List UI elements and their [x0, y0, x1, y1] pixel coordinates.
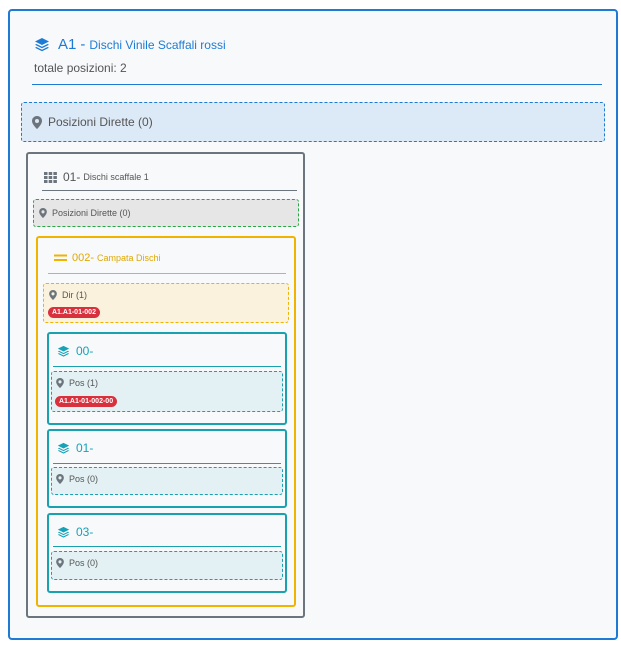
direct-positions-box[interactable]: Posizioni Dirette (0) [21, 102, 605, 142]
level-card: 00- Pos (1) A1.A1-01-002-00 [47, 332, 287, 425]
level-card: 03- Pos (0) [47, 513, 287, 593]
zone-separator: - [80, 36, 86, 53]
shelf-direct-positions[interactable]: Posizioni Dirette (0) [33, 199, 299, 227]
map-marker-icon [49, 290, 57, 300]
map-marker-icon [32, 115, 42, 129]
layers-icon [57, 442, 70, 455]
bay-card: 002- Campata Dischi Dir (1) A1.A1-01-002 [36, 236, 296, 607]
bay-name: Campata Dischi [97, 253, 161, 263]
zone-title: A1 - Dischi Vinile Scaffali rossi [34, 36, 226, 53]
level-title: 03- [57, 525, 93, 539]
bay-divider [48, 273, 286, 274]
level-divider [53, 546, 281, 547]
layers-icon [57, 345, 70, 358]
position-badge[interactable]: A1.A1-01-002 [48, 307, 100, 318]
shelf-name: Dischi scaffale 1 [83, 172, 149, 182]
layers-icon [57, 526, 70, 539]
header-divider [32, 84, 602, 85]
level-title: 00- [57, 344, 93, 358]
position-badge[interactable]: A1.A1-01-002-00 [55, 396, 118, 407]
level-code: 00- [76, 344, 94, 358]
level-positions[interactable]: Pos (0) [51, 551, 283, 580]
level-positions[interactable]: Pos (0) [51, 467, 283, 495]
shelf-code: 01- [63, 170, 81, 184]
map-marker-icon [56, 378, 64, 388]
shelf-card: 01- Dischi scaffale 1 Posizioni Dirette … [26, 152, 305, 618]
map-marker-icon [39, 208, 47, 218]
zone-name: Dischi Vinile Scaffali rossi [89, 37, 226, 52]
map-marker-icon [56, 474, 64, 484]
level-pos-label: Pos (1) [69, 378, 99, 388]
level-code: 03- [76, 525, 94, 539]
layers-icon [34, 37, 50, 53]
level-divider [53, 463, 281, 464]
map-marker-icon [56, 558, 64, 568]
zone-card: A1 - Dischi Vinile Scaffali rossi totale… [8, 9, 618, 640]
total-positions: totale posizioni: 2 [34, 61, 127, 75]
level-positions[interactable]: Pos (1) A1.A1-01-002-00 [51, 371, 283, 412]
direct-positions-label: Posizioni Dirette (0) [48, 115, 153, 129]
bay-dir-label: Dir (1) [62, 290, 87, 300]
level-pos-label: Pos (0) [69, 474, 99, 484]
equals-icon [54, 254, 67, 262]
shelf-title: 01- Dischi scaffale 1 [44, 170, 149, 184]
level-divider [53, 366, 281, 367]
shelf-direct-label: Posizioni Dirette (0) [52, 208, 131, 218]
level-code: 01- [76, 441, 94, 455]
grid-icon [44, 171, 57, 183]
shelf-divider [42, 190, 297, 191]
zone-code: A1 [58, 36, 77, 53]
bay-code: 002- [72, 252, 95, 264]
bay-title: 002- Campata Dischi [54, 252, 161, 264]
level-pos-label: Pos (0) [69, 558, 99, 568]
bay-direct-positions[interactable]: Dir (1) A1.A1-01-002 [43, 283, 289, 323]
level-card: 01- Pos (0) [47, 429, 287, 508]
level-title: 01- [57, 441, 93, 455]
